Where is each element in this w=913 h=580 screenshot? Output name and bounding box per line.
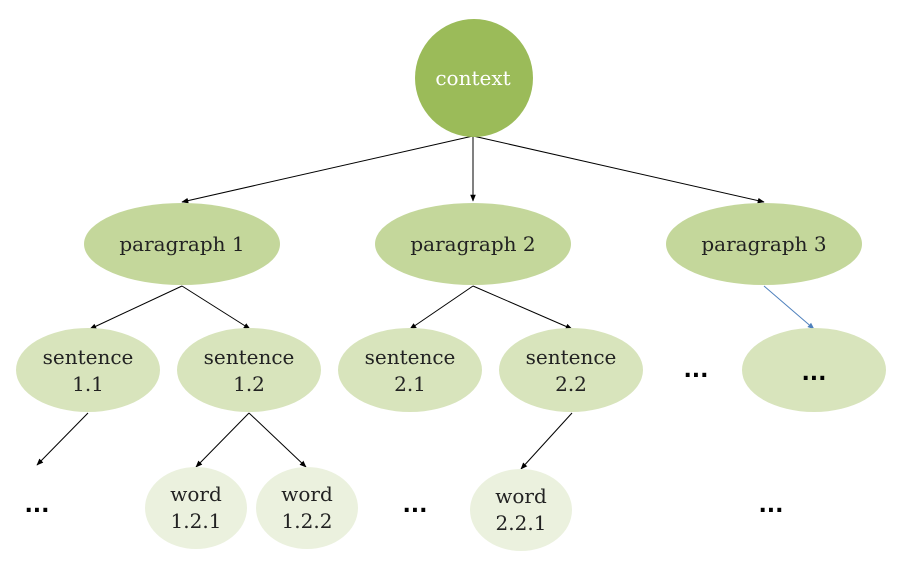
node-placeholder: ... xyxy=(742,328,886,412)
node-sentence-2-2-line1: sentence xyxy=(526,345,617,369)
node-word-2-2-1-line1: word xyxy=(495,484,547,508)
node-word-1-2-2-shape xyxy=(256,467,358,549)
node-context-shape xyxy=(415,19,533,137)
node-paragraph-3: paragraph 3 xyxy=(666,203,862,285)
node-paragraph-1: paragraph 1 xyxy=(84,203,280,285)
node-sentence-2-1-line1: sentence xyxy=(365,345,456,369)
node-sentence-2-1: sentence 2.1 xyxy=(338,328,482,412)
node-sentence-1-2-shape xyxy=(177,328,321,412)
node-placeholder-shape xyxy=(742,328,886,412)
node-word-2-2-1-line2: 2.2.1 xyxy=(496,511,547,535)
node-word-2-2-1: word 2.2.1 xyxy=(470,469,572,551)
node-placeholder-label: ... xyxy=(801,361,826,386)
node-sentence-2-2-shape xyxy=(499,328,643,412)
node-word-2-2-1-shape xyxy=(470,469,572,551)
node-word-1-2-2-line1: word xyxy=(281,482,333,506)
node-paragraph-2-shape xyxy=(375,203,571,285)
node-paragraph-2-label: paragraph 2 xyxy=(410,232,535,256)
node-sentence-2-2-line2: 2.2 xyxy=(555,372,587,396)
node-sentence-1-1: sentence 1.1 xyxy=(16,328,160,412)
edges xyxy=(36,135,815,470)
node-paragraph-1-label: paragraph 1 xyxy=(119,232,244,256)
node-paragraph-1-shape xyxy=(84,203,280,285)
node-word-1-2-1-shape xyxy=(145,467,247,549)
edge-context-paragraph1 xyxy=(181,135,474,204)
edge-sentence11-ellipsis xyxy=(36,412,89,466)
node-sentence-1-1-shape xyxy=(16,328,160,412)
node-word-1-2-1-line1: word xyxy=(170,482,222,506)
node-word-1-2-2: word 1.2.2 xyxy=(256,467,358,549)
edge-sentence22-word221 xyxy=(520,412,573,470)
edge-paragraph2-sentence22 xyxy=(472,285,573,330)
edge-paragraph2-sentence21 xyxy=(409,285,474,330)
edge-paragraph1-sentence11 xyxy=(89,285,183,330)
ellipsis-word-row-right: ... xyxy=(758,493,783,518)
ellipsis-sentence-row: ... xyxy=(683,358,708,383)
node-paragraph-3-shape xyxy=(666,203,862,285)
ellipsis-word-row-left: ... xyxy=(24,493,49,518)
node-sentence-2-1-line2: 2.1 xyxy=(394,372,426,396)
edge-context-paragraph3 xyxy=(472,135,765,204)
node-paragraph-2: paragraph 2 xyxy=(375,203,571,285)
edge-paragraph3-placeholder xyxy=(763,285,815,330)
node-sentence-1-1-line1: sentence xyxy=(43,345,134,369)
node-word-1-2-2-line2: 1.2.2 xyxy=(282,509,333,533)
edge-sentence12-word122 xyxy=(248,412,307,468)
node-word-1-2-1: word 1.2.1 xyxy=(145,467,247,549)
node-context-label: context xyxy=(435,66,510,90)
node-sentence-1-2-line1: sentence xyxy=(204,345,295,369)
node-sentence-1-1-line2: 1.1 xyxy=(72,372,104,396)
node-sentence-1-2: sentence 1.2 xyxy=(177,328,321,412)
node-context: context xyxy=(415,19,533,137)
node-sentence-2-1-shape xyxy=(338,328,482,412)
node-paragraph-3-label: paragraph 3 xyxy=(701,232,826,256)
node-word-1-2-1-line2: 1.2.1 xyxy=(171,509,222,533)
node-sentence-1-2-line2: 1.2 xyxy=(233,372,265,396)
edge-paragraph1-sentence12 xyxy=(181,285,251,330)
edge-sentence12-word121 xyxy=(195,412,250,468)
node-sentence-2-2: sentence 2.2 xyxy=(499,328,643,412)
ellipsis-word-row-middle: ... xyxy=(402,493,427,518)
